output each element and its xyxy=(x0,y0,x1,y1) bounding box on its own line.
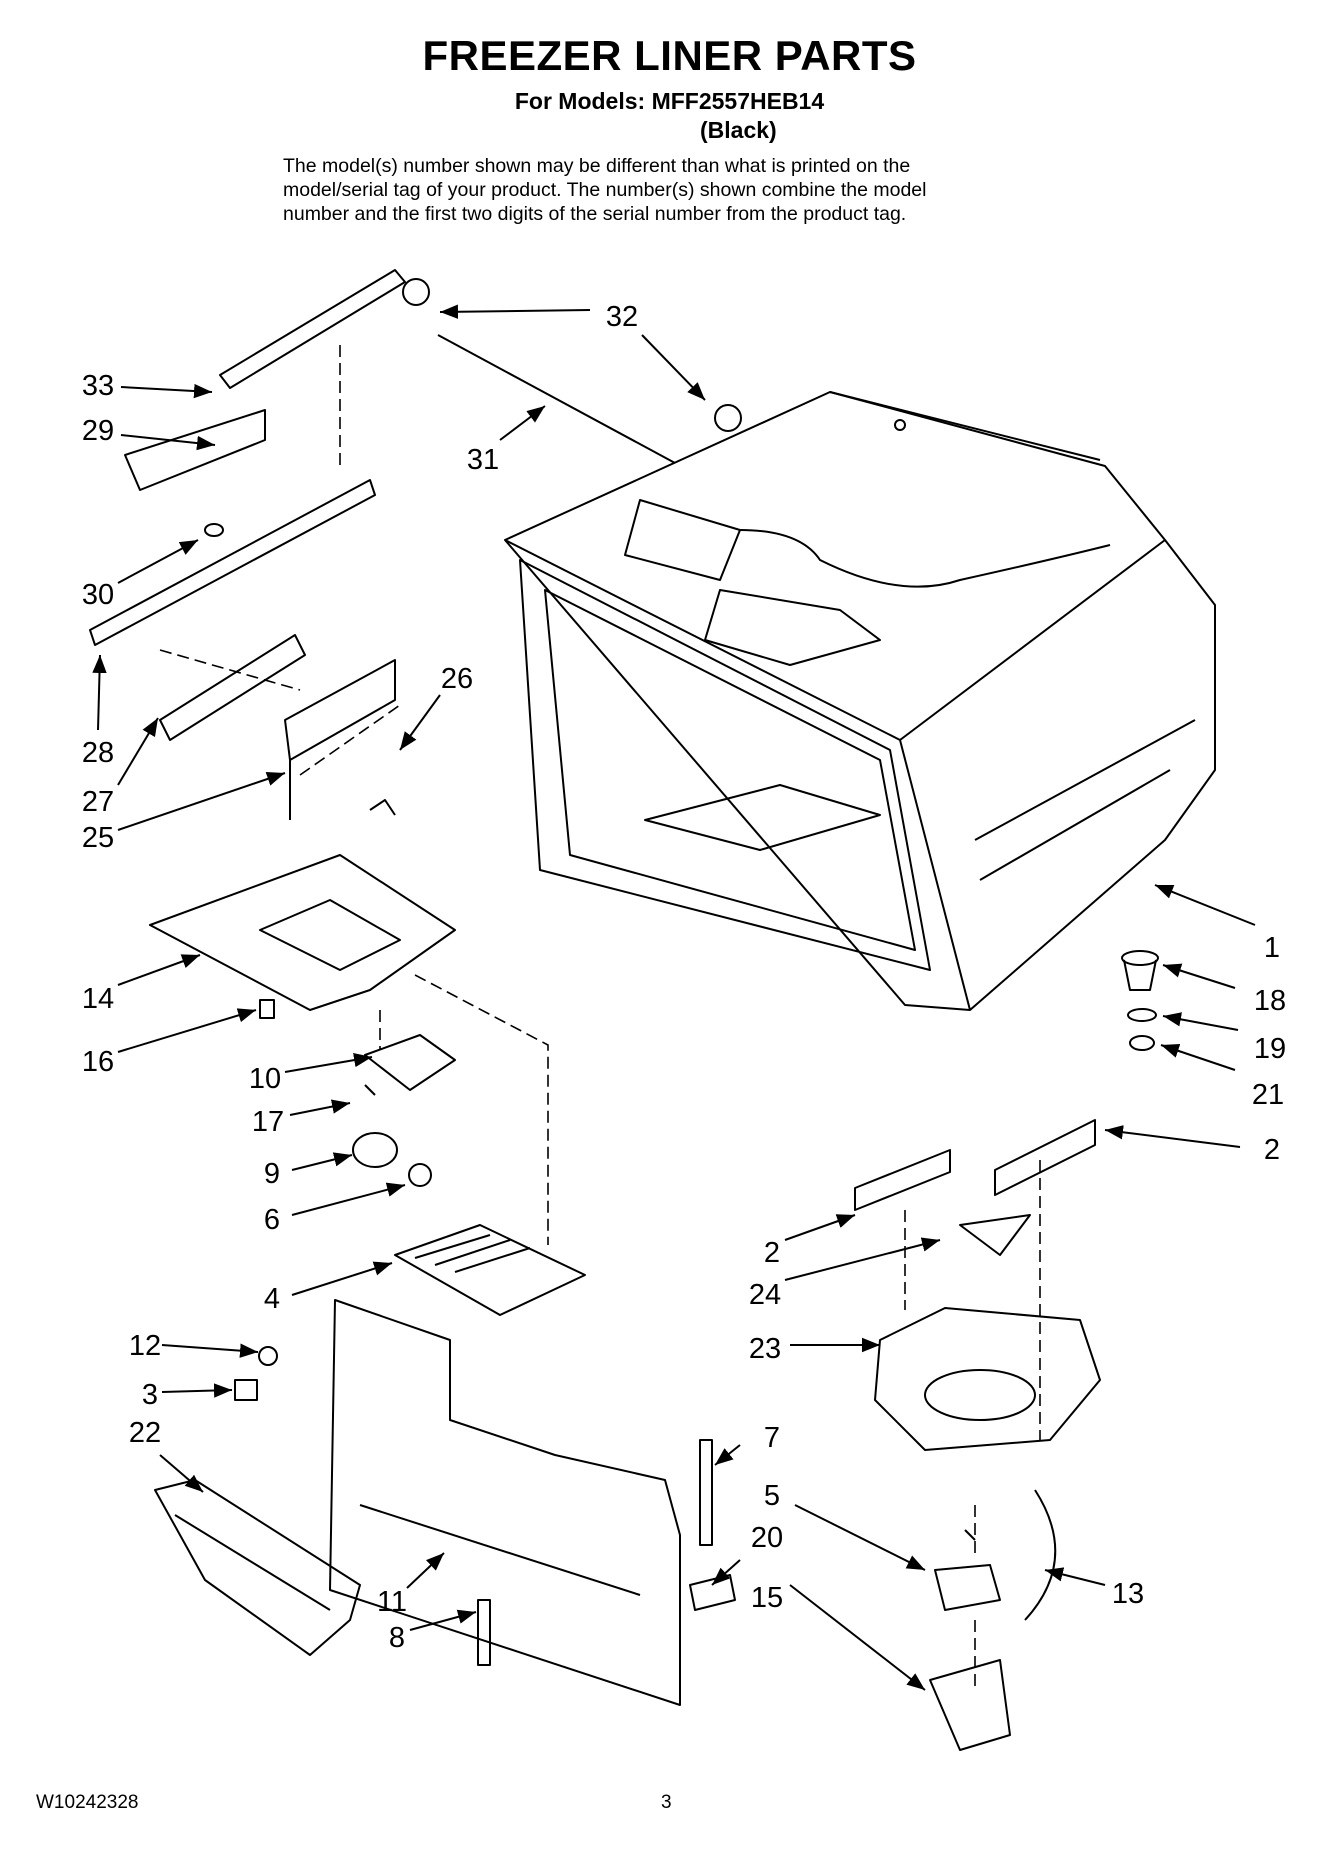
document-number: W10242328 xyxy=(36,1792,139,1813)
callout-6: 6 xyxy=(264,1204,280,1236)
callout-10: 10 xyxy=(249,1063,281,1095)
freezer-liner-drawing xyxy=(504,391,1216,1011)
callout-29: 29 xyxy=(82,415,114,447)
callout-23: 23 xyxy=(749,1333,781,1365)
cover-and-grille-parts xyxy=(154,1299,681,1706)
model-note: The model(s) number shown may be differe… xyxy=(283,154,1103,226)
callout-15: 15 xyxy=(751,1582,783,1614)
leader-lines xyxy=(92,304,1256,1691)
callout-19: 19 xyxy=(1254,1033,1286,1065)
color-variant: (Black) xyxy=(700,117,777,143)
alignment-lines xyxy=(159,345,1041,1690)
callout-25: 25 xyxy=(82,822,114,854)
callout-labels: 1 2 2 3 4 5 6 7 8 9 10 11 12 13 14 15 16… xyxy=(82,301,1286,1654)
models-line: For Models: MFF2557HEB14 xyxy=(514,88,825,114)
callout-21: 21 xyxy=(1252,1079,1284,1111)
callout-4: 4 xyxy=(264,1283,280,1315)
callout-20: 20 xyxy=(751,1522,783,1554)
callout-2: 2 xyxy=(1264,1134,1280,1166)
callout-2b: 2 xyxy=(764,1237,780,1269)
callout-27: 27 xyxy=(82,786,114,818)
note-line: The model(s) number shown may be differe… xyxy=(283,155,911,177)
callout-3: 3 xyxy=(142,1379,158,1411)
callout-8: 8 xyxy=(389,1622,405,1654)
callout-28: 28 xyxy=(82,737,114,769)
callout-5: 5 xyxy=(764,1480,780,1512)
callout-1: 1 xyxy=(1264,932,1280,964)
callout-26: 26 xyxy=(441,663,473,695)
callout-32: 32 xyxy=(606,301,638,333)
callout-24: 24 xyxy=(749,1279,781,1311)
drawer-rail-assembly xyxy=(89,269,742,820)
callout-11: 11 xyxy=(377,1586,407,1618)
callout-12: 12 xyxy=(129,1330,161,1362)
callout-14: 14 xyxy=(82,983,114,1015)
leveling-foot-parts xyxy=(1121,950,1159,1051)
callout-22: 22 xyxy=(129,1417,161,1449)
callout-7: 7 xyxy=(764,1422,780,1454)
ice-tray-and-light-parts xyxy=(149,854,586,1316)
fan-assembly-parts xyxy=(689,1119,1101,1751)
callout-33: 33 xyxy=(82,370,114,402)
callout-13: 13 xyxy=(1112,1578,1144,1610)
page-title: FREEZER LINER PARTS xyxy=(422,32,917,79)
note-line: model/serial tag of your product. The nu… xyxy=(283,179,927,201)
page-number: 3 xyxy=(661,1792,672,1813)
callout-31: 31 xyxy=(467,444,499,476)
callout-9: 9 xyxy=(264,1158,280,1190)
callout-30: 30 xyxy=(82,579,114,611)
callout-16: 16 xyxy=(82,1046,114,1078)
note-line: number and the first two digits of the s… xyxy=(283,203,907,225)
callout-17: 17 xyxy=(252,1106,284,1138)
callout-18: 18 xyxy=(1254,985,1286,1017)
